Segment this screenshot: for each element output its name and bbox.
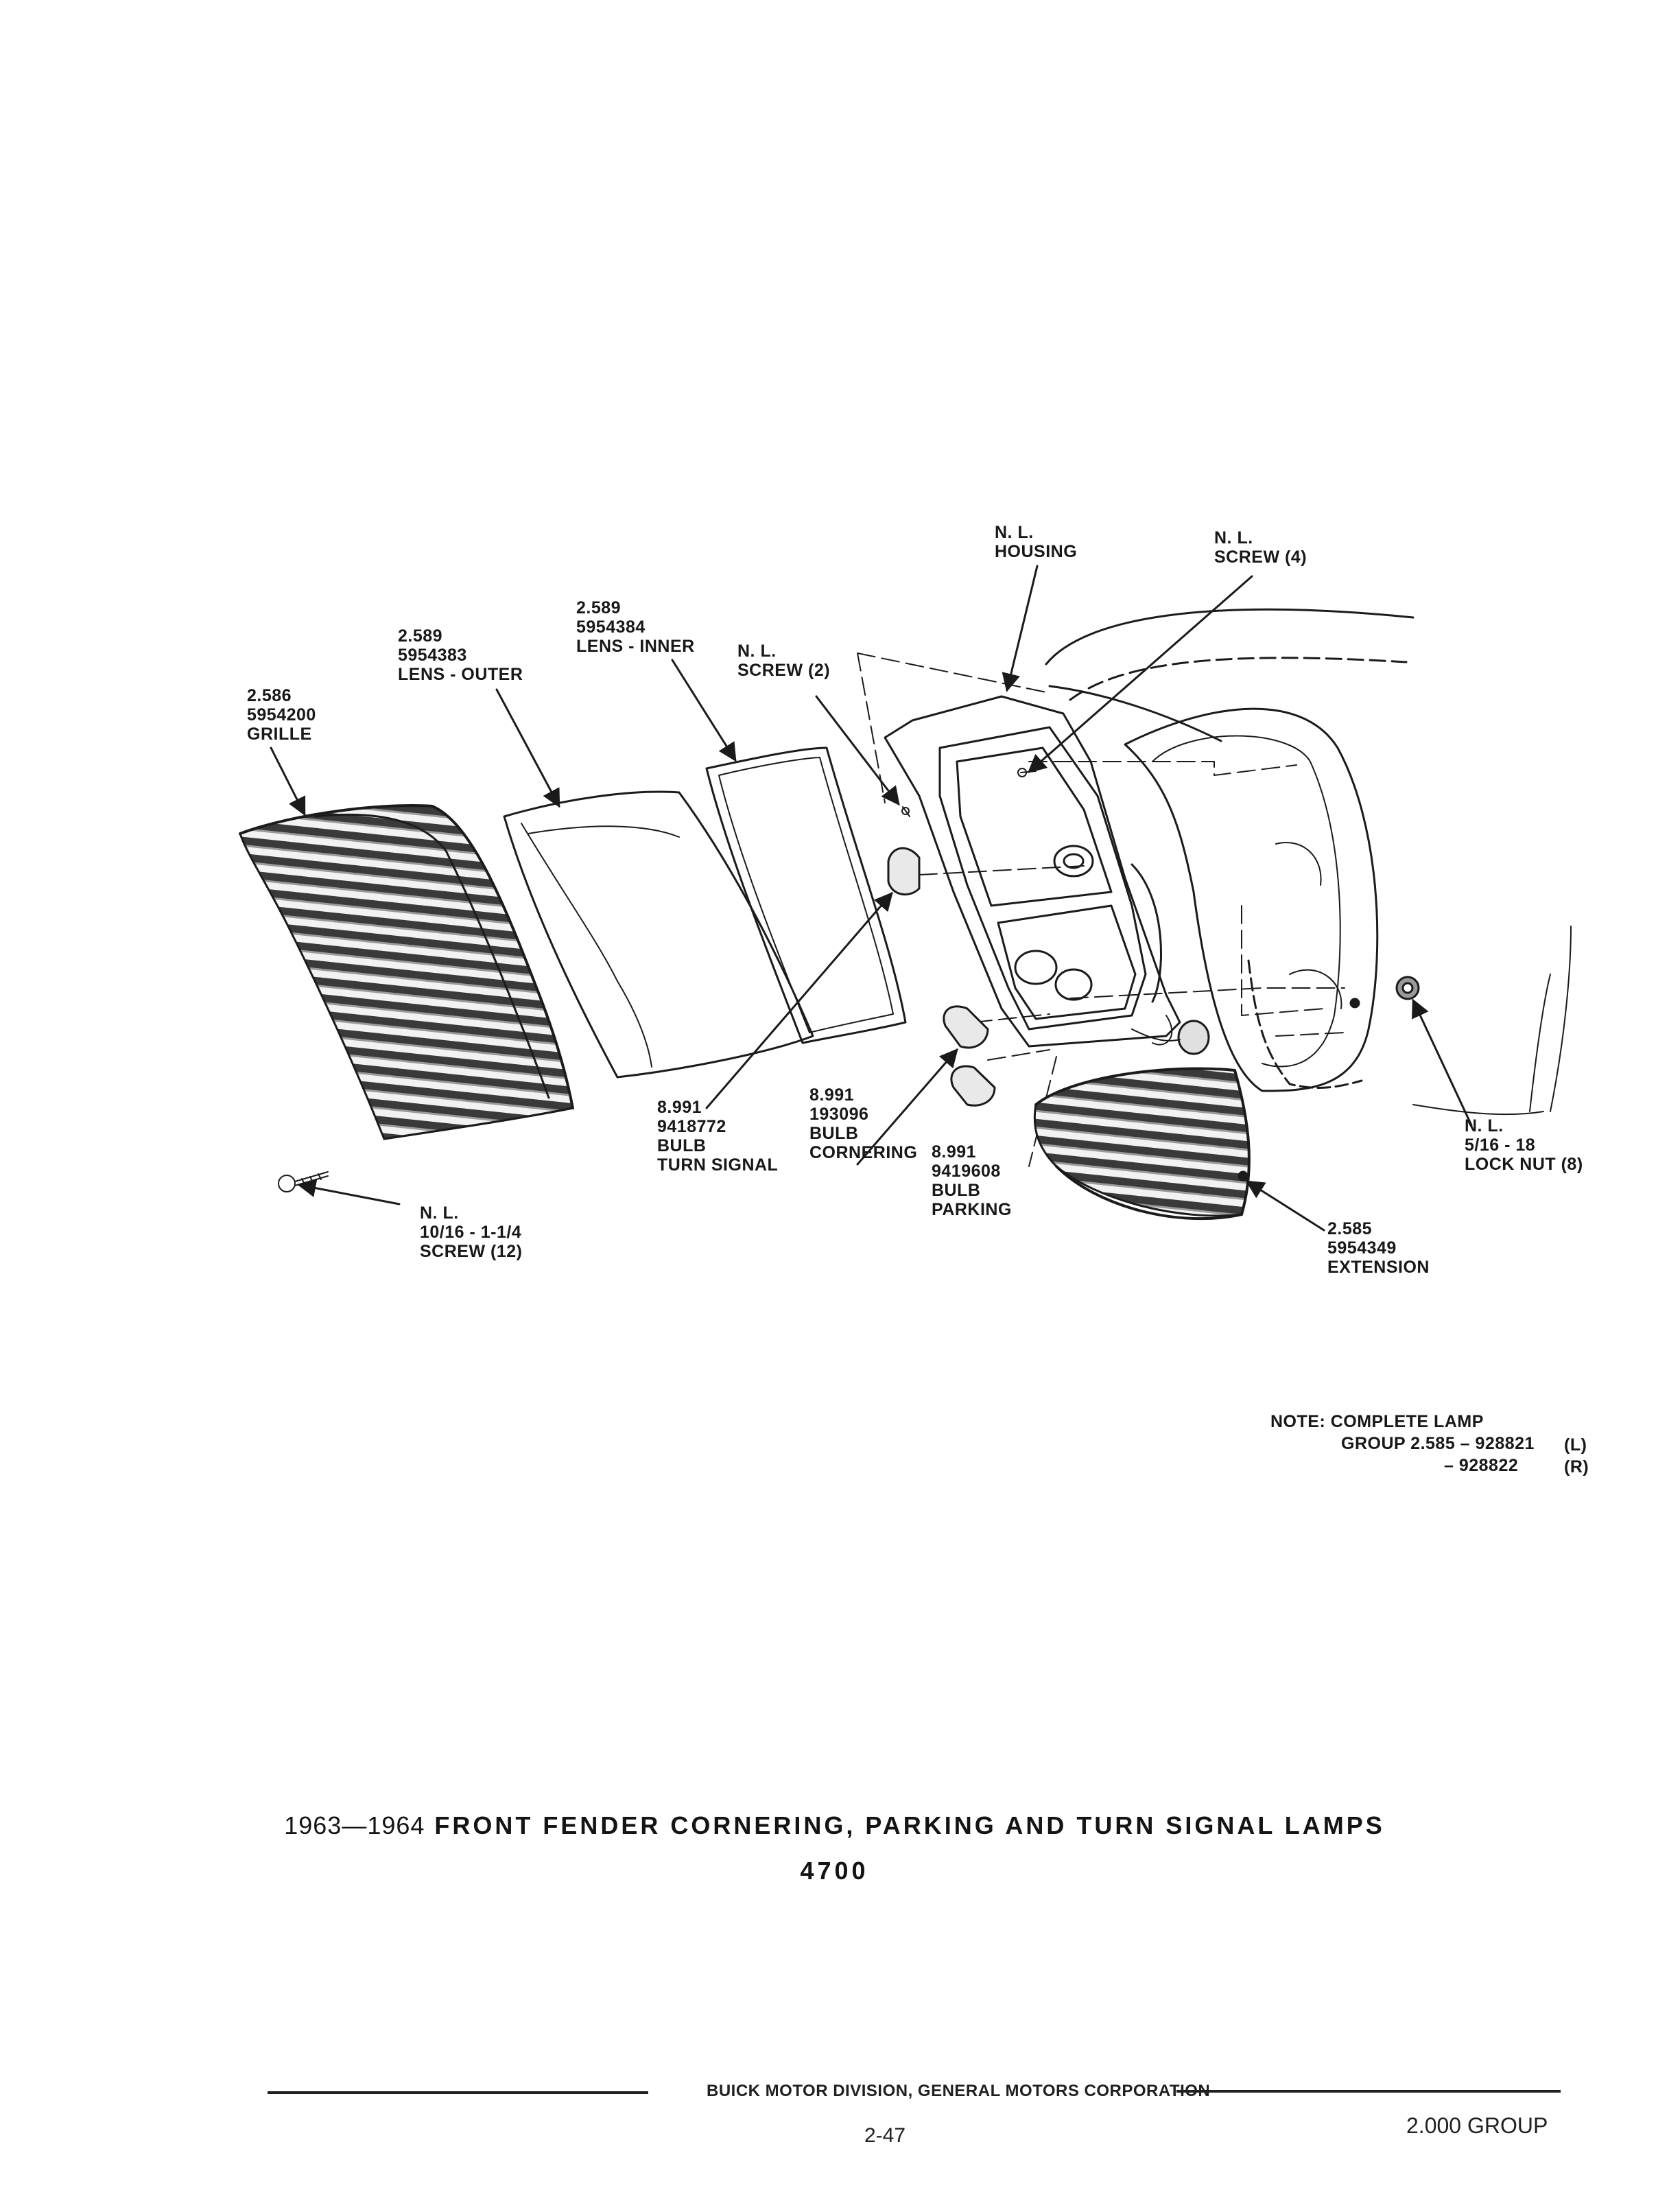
label-screw-2: N. L.SCREW (2) — [737, 642, 831, 680]
note-complete-lamp: NOTE: COMPLETE LAMP — [1270, 1412, 1484, 1431]
note-group-right: – 928822 — [1444, 1456, 1519, 1475]
leader-lines — [270, 565, 1473, 1232]
note-side-left: (L) — [1564, 1435, 1587, 1455]
fender-body — [1045, 608, 1572, 1116]
footer-rule-left — [268, 2091, 648, 2094]
note-group-left: GROUP 2.585 – 928821 — [1341, 1434, 1535, 1453]
label-housing: N. L.HOUSING — [995, 523, 1078, 561]
screw-small — [901, 806, 910, 817]
page-number: 2-47 — [864, 2124, 906, 2147]
bulb-cornering — [943, 1005, 989, 1049]
label-screw-4: N. L.SCREW (4) — [1214, 528, 1307, 567]
main-grille — [239, 804, 574, 1140]
extension-grille — [1033, 1067, 1251, 1221]
page-title: 1963—1964 FRONT FENDER CORNERING, PARKIN… — [0, 1811, 1669, 1840]
footer-rule-right — [1176, 2090, 1561, 2093]
bulb-parking — [950, 1065, 996, 1107]
group-code: 4700 — [800, 1857, 869, 1885]
outer-lens — [503, 790, 814, 1079]
footer-organization: BUICK MOTOR DIVISION, GENERAL MOTORS COR… — [707, 2082, 1211, 2100]
note-side-right: (R) — [1564, 1457, 1589, 1476]
lamp-housing — [884, 695, 1210, 1055]
title-text: FRONT FENDER CORNERING, PARKING AND TURN… — [434, 1811, 1385, 1839]
title-years: 1963—1964 — [284, 1811, 425, 1839]
bulb-turn-signal — [887, 847, 921, 896]
lock-nut-part — [1349, 976, 1420, 1009]
screw-housing — [1017, 768, 1037, 777]
footer-group: 2.000 GROUP — [1406, 2113, 1548, 2138]
inner-lens — [705, 746, 907, 1044]
